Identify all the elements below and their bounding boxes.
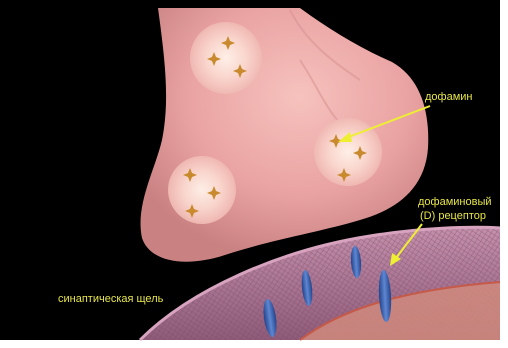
bottom-white-margin bbox=[0, 340, 508, 348]
vesicle-left bbox=[168, 156, 236, 224]
receptor-label-line2: (D) рецептор bbox=[420, 210, 486, 223]
receptor-label-line1: дофаминовый bbox=[418, 196, 492, 209]
right-white-margin bbox=[500, 0, 508, 348]
dopamine-label: дофамин bbox=[425, 91, 473, 104]
synaptic-cleft-label: синаптическая щель bbox=[58, 293, 163, 306]
vesicle-top bbox=[190, 22, 262, 94]
